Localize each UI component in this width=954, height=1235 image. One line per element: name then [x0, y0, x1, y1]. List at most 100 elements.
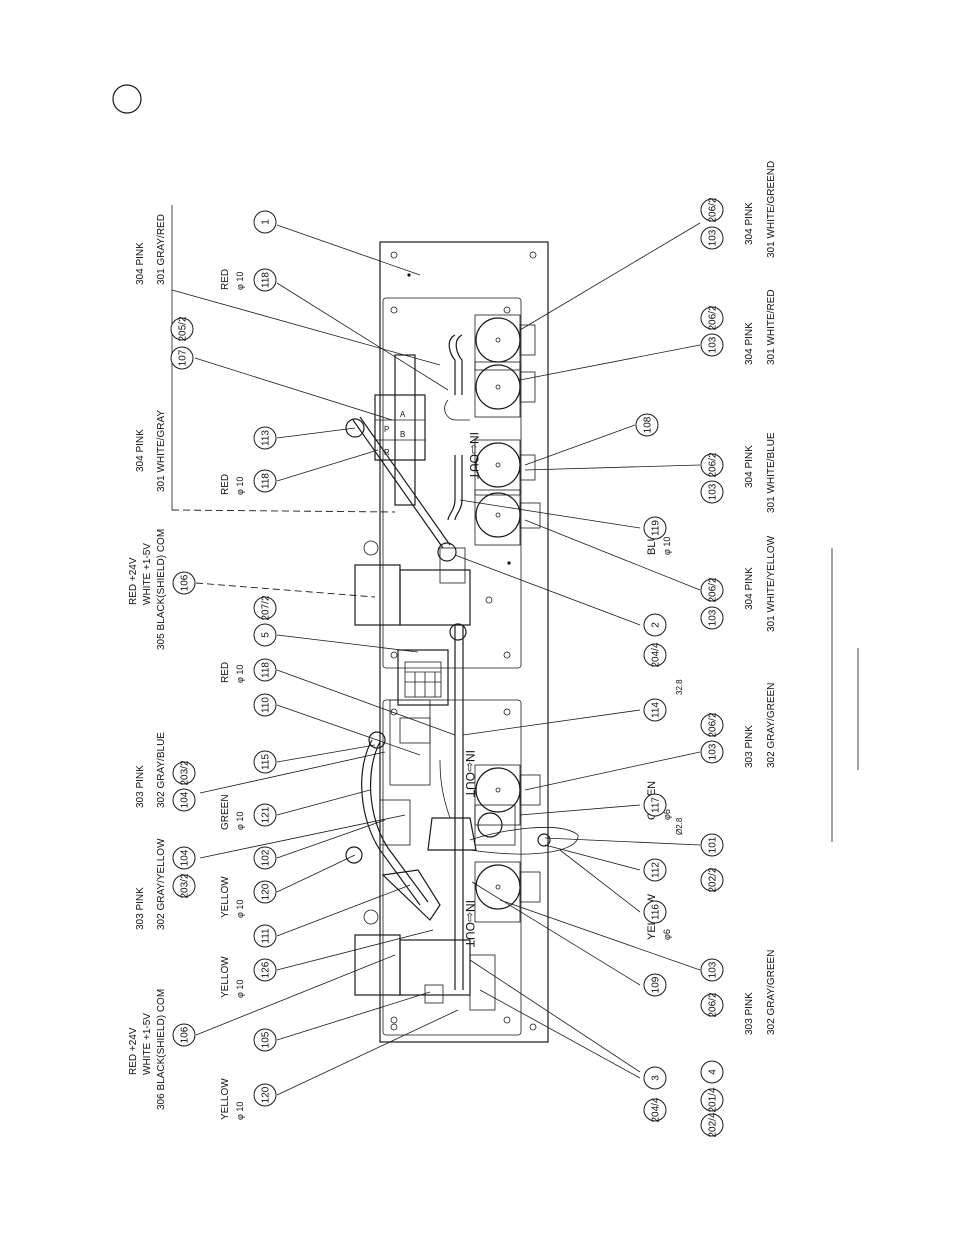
balloon-b202a: 202/2	[700, 867, 724, 893]
balloon-b117: 117	[643, 793, 667, 817]
balloon-circle	[700, 226, 724, 250]
balloon-text: 103	[708, 336, 719, 353]
balloon-circle	[253, 750, 277, 774]
label-c4-2: φ 10	[235, 477, 245, 495]
balloon-b1: 1	[253, 210, 277, 234]
valve-mark-p: P	[384, 425, 389, 434]
label-c11-1: YELLOW	[220, 956, 231, 998]
balloon-text: 120	[261, 883, 272, 900]
balloon-text: 206/2	[708, 305, 719, 330]
label-c12-1: RED +24V	[128, 1027, 139, 1075]
balloon-text: 102	[261, 849, 272, 866]
balloon-circle	[253, 1083, 277, 1107]
balloon-b203b: 203/2	[172, 873, 196, 899]
balloon-b118c: 118	[253, 658, 277, 682]
balloon-text: 5	[261, 632, 272, 638]
balloon-text: 207/2	[261, 595, 272, 620]
balloon-text: 115	[261, 754, 272, 770]
balloon-text: 116	[651, 904, 662, 920]
label-c10-1: YELLOW	[220, 876, 231, 918]
balloon-text: 103	[708, 961, 719, 978]
label-c11-2: φ 10	[235, 980, 245, 998]
balloon-circle	[172, 571, 196, 595]
balloon-circle	[700, 868, 724, 892]
label-c5-2: WHITE +1-5V	[142, 543, 153, 605]
balloon-circle	[700, 306, 724, 330]
balloon-b202b: 202/4	[700, 1112, 724, 1138]
balloon-b104b: 104	[172, 846, 196, 870]
balloon-b201: 201/4	[700, 1087, 724, 1113]
solenoid-valve: A B P R	[374, 354, 426, 506]
valve-mark-b: B	[400, 430, 405, 439]
terminal-block	[397, 649, 449, 706]
balloon-b206d: 206/2	[700, 577, 724, 603]
balloon-circle	[700, 713, 724, 737]
balloon-b106a: 106	[172, 571, 196, 595]
label-c1-2: 301 GRAY/RED	[156, 214, 167, 285]
label-r1-2: 301 WHITE/GREEND	[766, 161, 777, 258]
label-c8-1: GREEN	[220, 794, 231, 830]
balloon-circle	[643, 793, 667, 817]
label-c12-3: 306 BLACK(SHIELD) COM	[156, 989, 167, 1110]
balloon-b103f: 103	[700, 958, 724, 982]
balloon-text: 103	[708, 483, 719, 500]
label-c2-2: φ 10	[235, 272, 245, 290]
balloon-text: 103	[708, 229, 719, 246]
balloon-b114: 114	[643, 698, 667, 722]
label-c2-1: RED	[220, 269, 231, 290]
label-r3-2: 301 WHITE/BLUE	[766, 432, 777, 513]
valve-mark-r: R	[384, 448, 390, 457]
balloon-text: 120	[261, 1086, 272, 1103]
balloon-circle	[170, 346, 194, 370]
balloon-b103d: 103	[700, 606, 724, 630]
balloon-b101: 101	[700, 833, 724, 857]
balloon-circle	[635, 413, 659, 437]
balloon-text: 204/4	[651, 1097, 662, 1122]
balloon-circle	[700, 833, 724, 857]
balloon-b116: 116	[643, 900, 667, 924]
balloon-text: 206/2	[708, 452, 719, 477]
balloon-circle	[700, 333, 724, 357]
balloon-circle	[643, 858, 667, 882]
label-c7-2: 302 GRAY/BLUE	[156, 732, 167, 808]
balloon-circle	[700, 578, 724, 602]
label-c10-2: φ 10	[235, 900, 245, 918]
balloon-b121: 121	[253, 803, 277, 827]
balloon-circle	[170, 317, 194, 341]
label-r5-1: 304 PINK	[744, 567, 755, 610]
balloon-text: 206/2	[708, 577, 719, 602]
balloon-text: 103	[708, 609, 719, 626]
label-c12-2: WHITE +1-5V	[142, 1013, 153, 1075]
balloon-text: 205/2	[178, 316, 189, 341]
base-plate	[363, 241, 549, 1043]
balloon-circle	[253, 426, 277, 450]
balloon-b120a: 120	[253, 880, 277, 904]
balloon-circle	[172, 1023, 196, 1047]
dim-label-2: Ø2.8	[675, 817, 684, 835]
label-r8-2: φ6	[662, 929, 672, 940]
balloon-text: 118	[261, 272, 272, 288]
balloon-text: 117	[651, 797, 662, 813]
balloon-text: 107	[178, 349, 189, 366]
filter-assembly	[345, 418, 551, 921]
balloon-b115: 115	[253, 750, 277, 774]
balloon-text: 206/2	[708, 197, 719, 222]
label-r9-1: 303 PINK	[744, 992, 755, 1035]
balloon-circle	[700, 1060, 724, 1084]
balloon-circle	[700, 453, 724, 477]
label-r7-2: φ6	[662, 809, 672, 820]
label-r6-2: 302 GRAY/GREEN	[766, 683, 777, 768]
balloon-circle	[172, 761, 196, 785]
balloon-b111: 111	[253, 924, 277, 948]
balloon-b104a: 104	[172, 788, 196, 812]
label-r9-2: 302 GRAY/GREEN	[766, 950, 777, 1035]
balloon-b204b: 204/4	[643, 1097, 667, 1123]
label-r3-1: 304 PINK	[744, 445, 755, 488]
balloon-b119: 119	[643, 516, 667, 540]
balloon-b107: 107	[170, 346, 194, 370]
balloon-text: 118	[261, 662, 272, 678]
balloon-b102: 102	[253, 846, 277, 870]
balloon-circle	[253, 596, 277, 620]
balloon-text: 4	[708, 1069, 719, 1075]
balloon-text: 111	[261, 928, 272, 944]
